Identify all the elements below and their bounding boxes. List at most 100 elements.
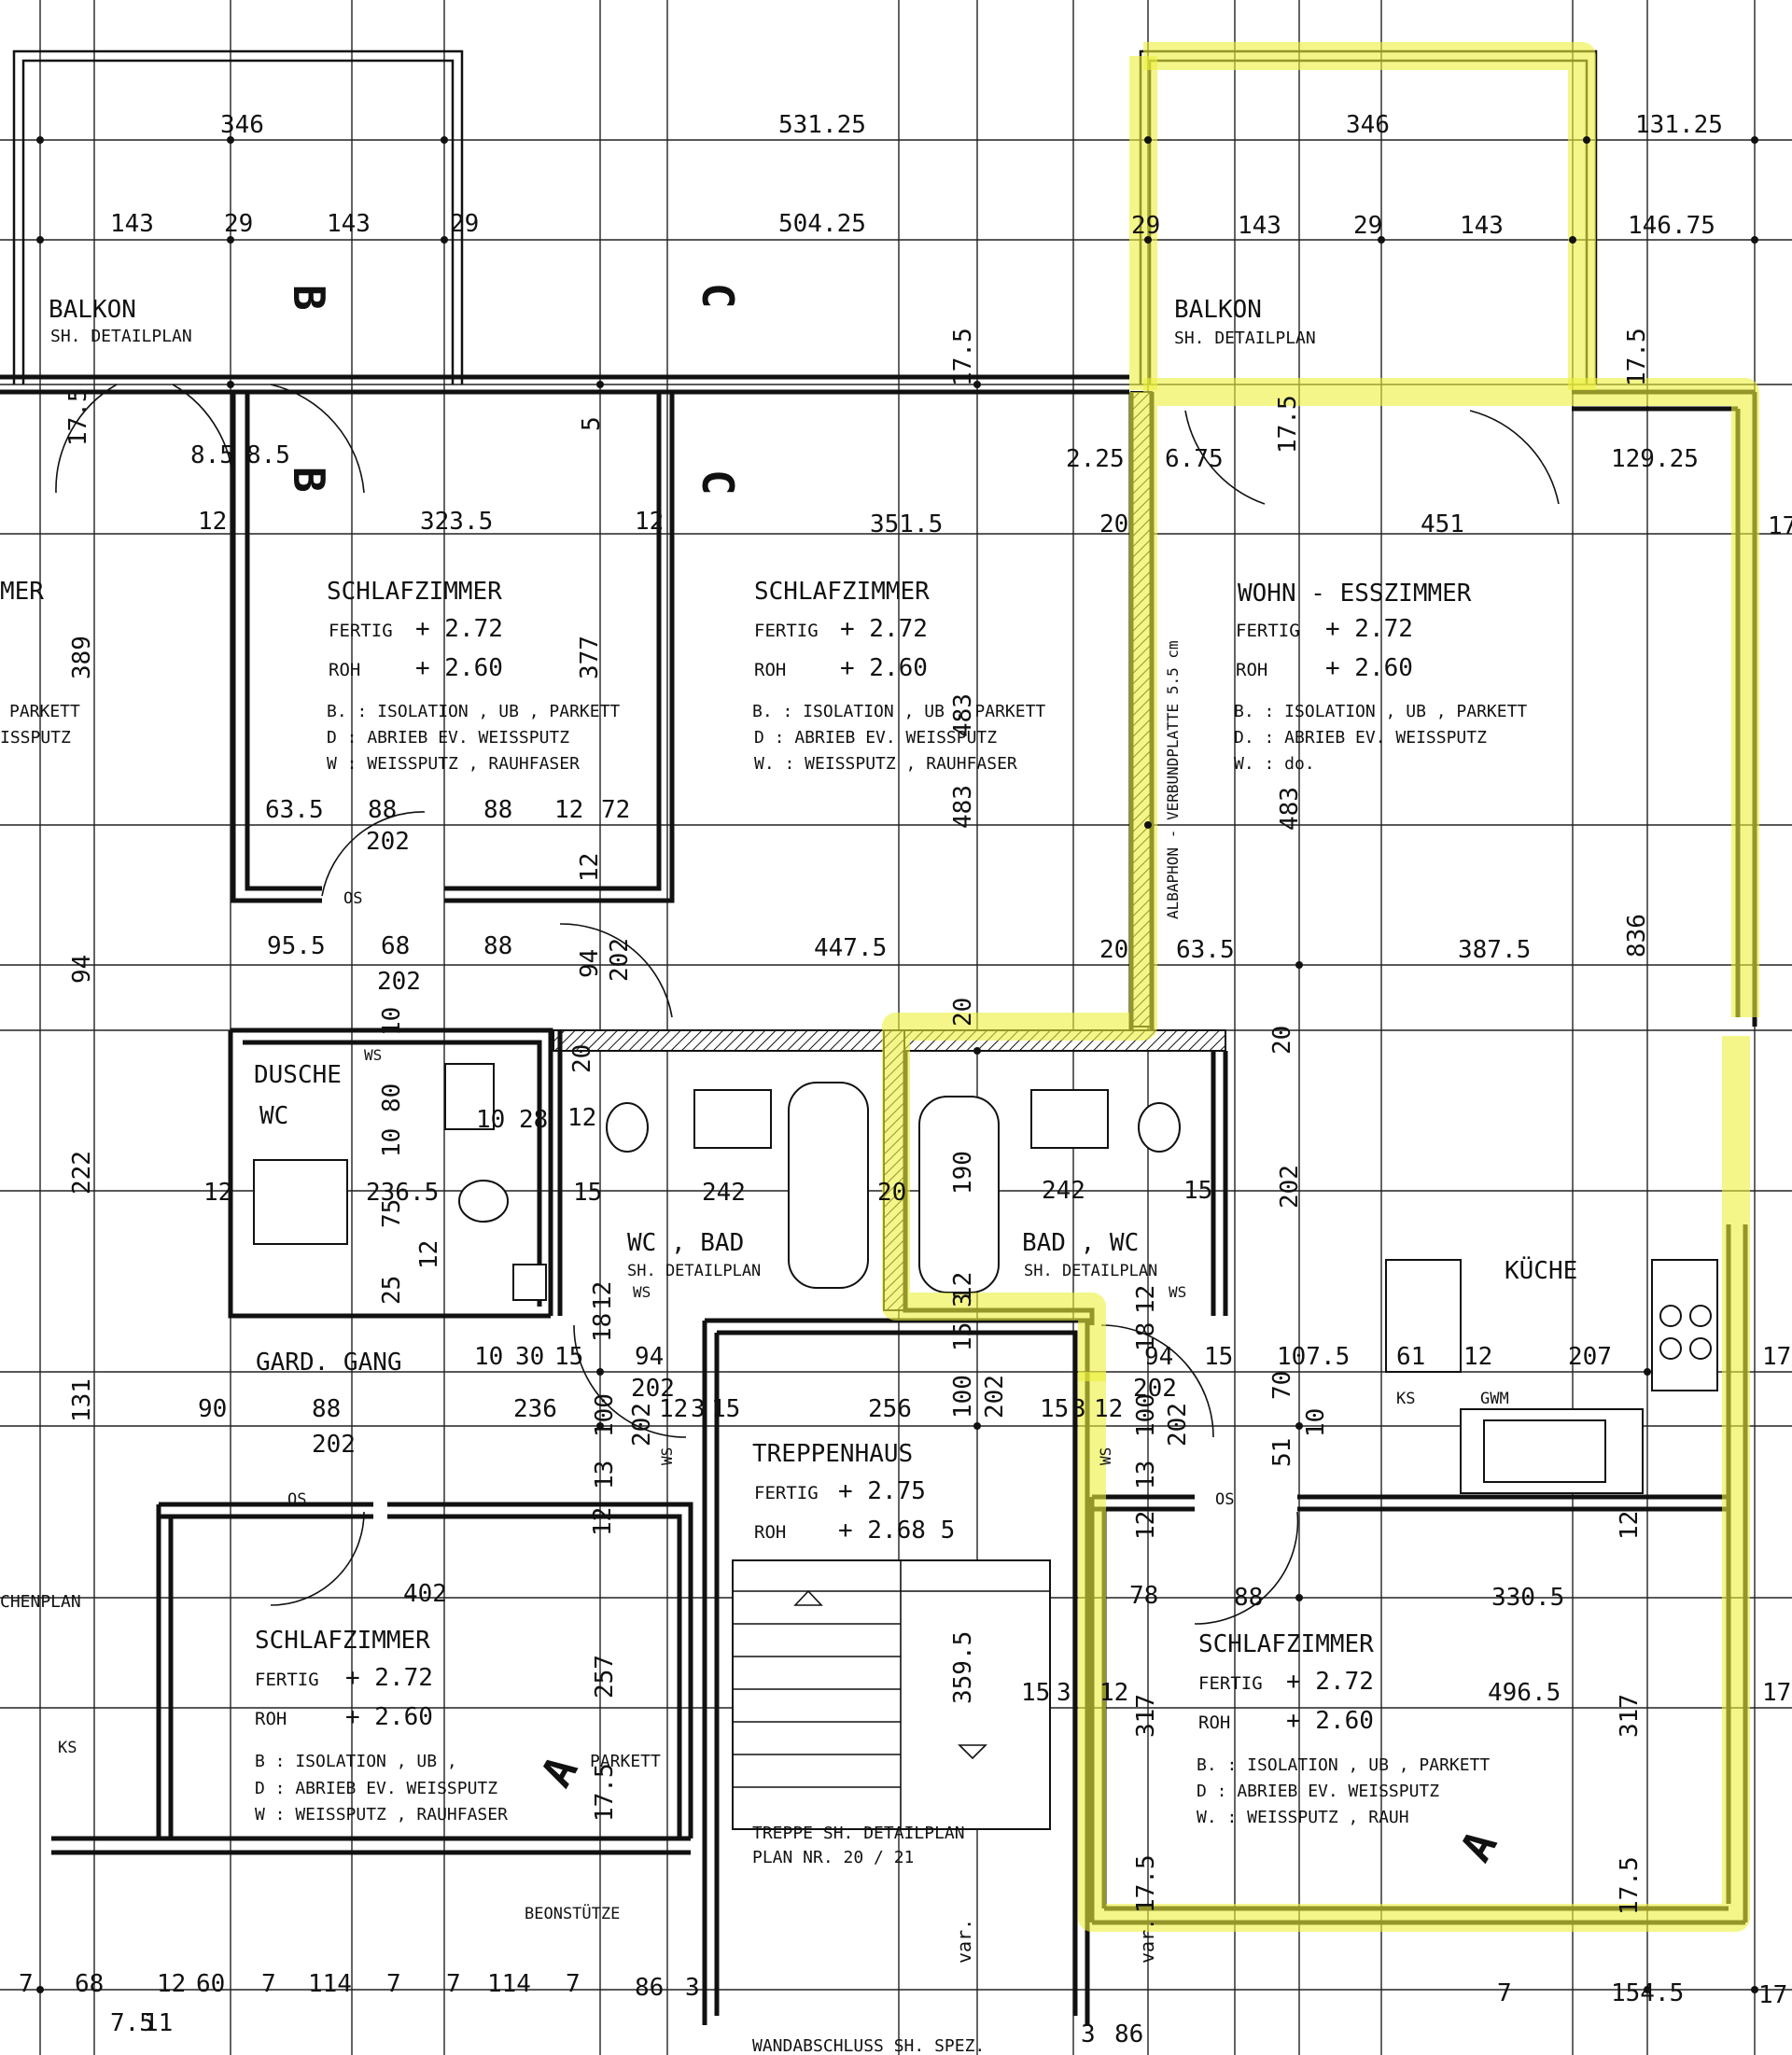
dim: 402 [403, 1580, 447, 1608]
room-fertig-label: FERTIG [1236, 621, 1300, 641]
room-fertig: + 2.72 [1325, 615, 1413, 643]
dim: 61 [1396, 1343, 1425, 1371]
room-spec: W. : WEISSPUTZ , RAUHFASER [754, 754, 1017, 774]
doors [55, 384, 1560, 1625]
room-name: WC , BAD [627, 1229, 744, 1257]
room-note: SH. DETAILPLAN [627, 1262, 761, 1280]
dim: 12 [1616, 1511, 1644, 1540]
dim: 7 [446, 1970, 461, 1998]
room-roh: + 2.60 [415, 654, 503, 682]
room-name: MER [0, 578, 44, 606]
room-note: SH. DETAILPLAN [1174, 329, 1316, 348]
dim: 15 [573, 1179, 602, 1207]
dim: 17.5 [591, 1763, 619, 1822]
ws-label: WS [633, 1283, 651, 1301]
room-name: BAD , WC [1022, 1229, 1139, 1257]
dim: 154.5 [1611, 1979, 1684, 2007]
dim: 100 [591, 1393, 619, 1437]
room-fertig-label: FERTIG [754, 621, 819, 641]
dim: 94 [68, 955, 96, 984]
dim: 143 [110, 210, 154, 238]
os-label: OS [287, 1490, 306, 1509]
dim: 143 [1238, 212, 1281, 240]
dim: 12 [576, 853, 604, 882]
dim: 7.5 [110, 2009, 154, 2037]
dim: 88 [483, 796, 512, 824]
dim: 483 [949, 693, 977, 737]
room-spec: B. : ISOLATION , UB , PARKETT [1197, 1755, 1490, 1775]
section-mark-c2: C [693, 469, 743, 496]
room-roh: + 2.60 [345, 1703, 433, 1731]
dim: 18 [589, 1313, 617, 1342]
dim: 10 [476, 1106, 505, 1134]
dim: 242 [702, 1179, 746, 1207]
section-mark-b2: B [284, 467, 334, 493]
room-roh-label: ROH [1236, 660, 1267, 680]
dim: 3 [1071, 1395, 1086, 1423]
dim: 15 [1204, 1343, 1233, 1371]
dim: 12 [659, 1395, 688, 1423]
room-name: SCHLAFZIMMER [327, 578, 502, 606]
dim: 94 [635, 1343, 664, 1371]
dim: 60 [196, 1970, 225, 1998]
dim: 12 [589, 1281, 617, 1310]
dim: 2.25 [1066, 445, 1125, 473]
stairs [732, 1559, 1051, 1830]
dim: 202 [312, 1431, 356, 1459]
dim: 20 [877, 1179, 906, 1207]
dim: 12 [1094, 1395, 1123, 1423]
dim: 242 [1042, 1177, 1085, 1205]
dim: 10 [378, 1128, 406, 1157]
os-label: OS [1215, 1490, 1234, 1509]
room-roh-label: ROH [1198, 1712, 1230, 1733]
dim: 447.5 [814, 934, 887, 962]
dim: 12 [1132, 1285, 1160, 1314]
dim: 13 [591, 1461, 619, 1489]
dim: 63.5 [1176, 936, 1235, 964]
dim: 75 [378, 1199, 406, 1228]
dim: 3 [1081, 2020, 1096, 2048]
dim: 146.75 [1628, 212, 1715, 240]
dim: 10 [1302, 1408, 1330, 1437]
ws-label: WS [658, 1447, 676, 1465]
dim: 25 [378, 1276, 406, 1305]
dim: 100 [1132, 1393, 1160, 1437]
room-spec: W : WEISSPUTZ , RAUHFASER [255, 1805, 508, 1824]
dim: 202 [981, 1375, 1009, 1419]
dim: 15 3 [949, 1293, 977, 1351]
dim: 12 [635, 508, 664, 536]
dim: 17.5 [1132, 1854, 1160, 1913]
bath-fixtures [253, 1063, 1181, 1301]
dim: 3 [1057, 1679, 1071, 1707]
dim: 222 [68, 1151, 96, 1195]
dim: 17.5 [1616, 1856, 1644, 1915]
room-roh: + 2.60 [1325, 654, 1413, 682]
dim: 12 [157, 1970, 186, 1998]
dim: 12 [949, 1272, 977, 1301]
dim: 483 [949, 785, 977, 829]
dim: 88 [368, 796, 397, 824]
dim: 88 [312, 1395, 341, 1423]
dim: 88 [483, 932, 512, 960]
dim: 7 [566, 1970, 581, 1998]
gwm-label: GWM [1480, 1390, 1509, 1408]
kitchen-fixtures [1385, 1259, 1718, 1494]
dim: 86 [635, 1974, 664, 2002]
room-spec: CHENPLAN [0, 1592, 81, 1612]
dim: 29 [1131, 212, 1160, 240]
dim: 7 [386, 1970, 401, 1998]
dim: 3 [685, 1974, 700, 2002]
dim: 351.5 [870, 510, 943, 538]
room-name: KÜCHE [1505, 1255, 1577, 1285]
dim: 20 [1099, 510, 1128, 538]
dim: 20 [1099, 936, 1128, 964]
dim: 202 [1276, 1165, 1304, 1209]
room-spec: D. : ABRIEB EV. WEISSPUTZ [1234, 728, 1487, 748]
dim: 68 [381, 932, 410, 960]
dim: 7 [19, 1970, 34, 1998]
room-roh-label: ROH [754, 660, 786, 680]
dim: 7 [1497, 1979, 1512, 2007]
room-note: PLAN NR. 20 / 21 [752, 1848, 914, 1867]
grid-dots [36, 136, 1758, 1993]
dim: 18 [1132, 1322, 1160, 1351]
